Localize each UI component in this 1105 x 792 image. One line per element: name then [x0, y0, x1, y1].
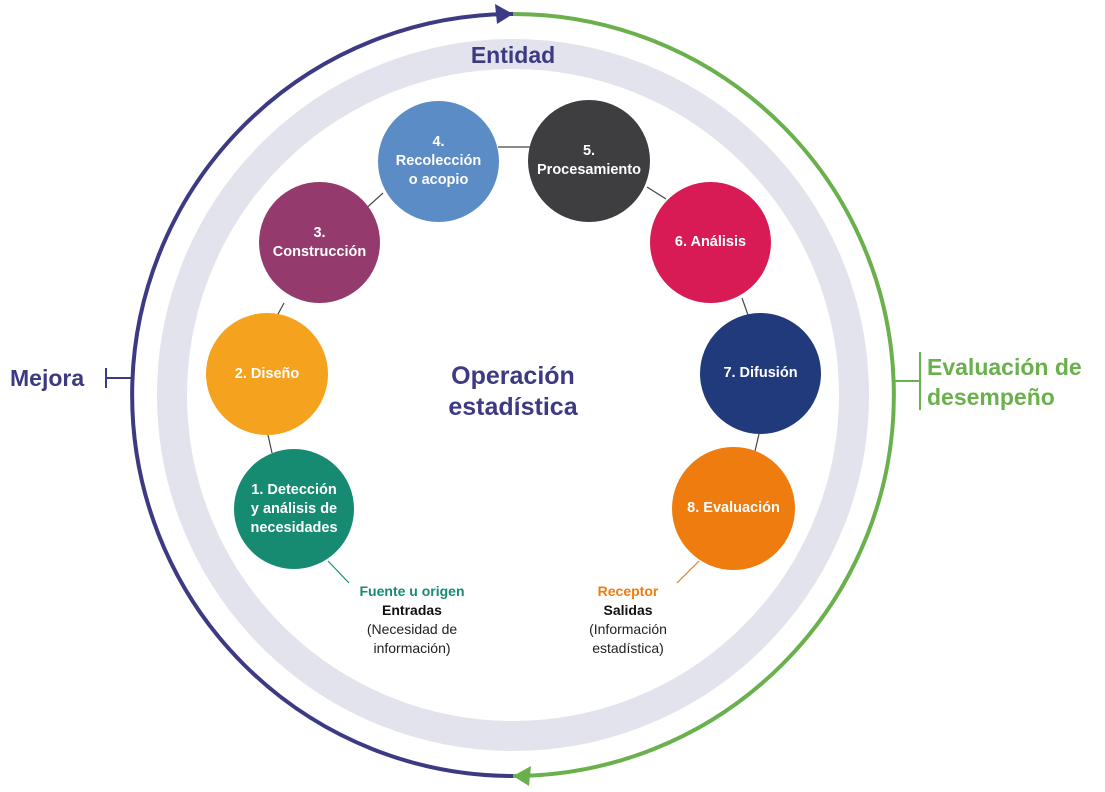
connector-7-8 [754, 433, 760, 452]
output-leader-line [676, 560, 700, 584]
phase-8-circle: 8. Evaluación [672, 447, 795, 570]
phase-1-label: 1. Detección y análisis de necesidades [250, 481, 338, 536]
phase-1-circle: 1. Detección y análisis de necesidades [234, 449, 354, 569]
phase-3-circle: 3. Construcción [259, 182, 380, 303]
evaluation-arc [512, 12, 896, 778]
phase-5-label: 5. Procesamiento [537, 143, 641, 178]
center-title: Operación estadística [448, 362, 578, 421]
inputs-kind: Entradas [382, 602, 442, 618]
inputs-block: Fuente u origen Entradas (Necesidad de i… [337, 582, 487, 658]
improvement-arc [130, 12, 514, 778]
improvement-label: Mejora [10, 365, 85, 391]
inputs-description: (Necesidad de información) [366, 621, 458, 656]
input-leader-line [327, 560, 350, 584]
outputs-description: (Información estadística) [589, 621, 667, 656]
outputs-block: Receptor Salidas (Información estadístic… [553, 582, 703, 658]
phase-2-circle: 2. Diseño [206, 313, 328, 435]
phase-7-label: 7. Difusión [723, 365, 798, 381]
improvement-arrowhead [495, 4, 513, 24]
inputs-role: Fuente u origen [359, 583, 465, 599]
outputs-role: Receptor [597, 583, 659, 599]
phase-6-label: 6. Análisis [674, 234, 747, 250]
evaluation-bracket [895, 352, 921, 410]
phase-2-label: 2. Diseño [234, 365, 300, 382]
connector-1-2 [267, 434, 273, 454]
improvement-bracket [105, 368, 132, 388]
phase-4-circle: 4. Recolección o acopio [378, 101, 499, 222]
evaluation-label: Evaluación de desempeño [927, 354, 1082, 410]
phase-4-label: 4. Recolección o acopio [395, 134, 482, 188]
connector-6-7 [741, 297, 749, 316]
connector-5-6 [646, 186, 667, 200]
entity-ring [157, 39, 869, 751]
phase-6-circle: 6. Análisis [650, 182, 771, 303]
outputs-kind: Salidas [603, 602, 653, 618]
phase-8-label: 8. Evaluación [687, 500, 780, 516]
phase-5-circle: 5. Procesamiento [528, 100, 650, 222]
evaluation-arrowhead [513, 766, 531, 786]
phase-3-label: 3. Construcción [272, 224, 367, 260]
entity-label: Entidad [470, 42, 556, 68]
phase-7-circle: 7. Difusión [700, 313, 821, 434]
